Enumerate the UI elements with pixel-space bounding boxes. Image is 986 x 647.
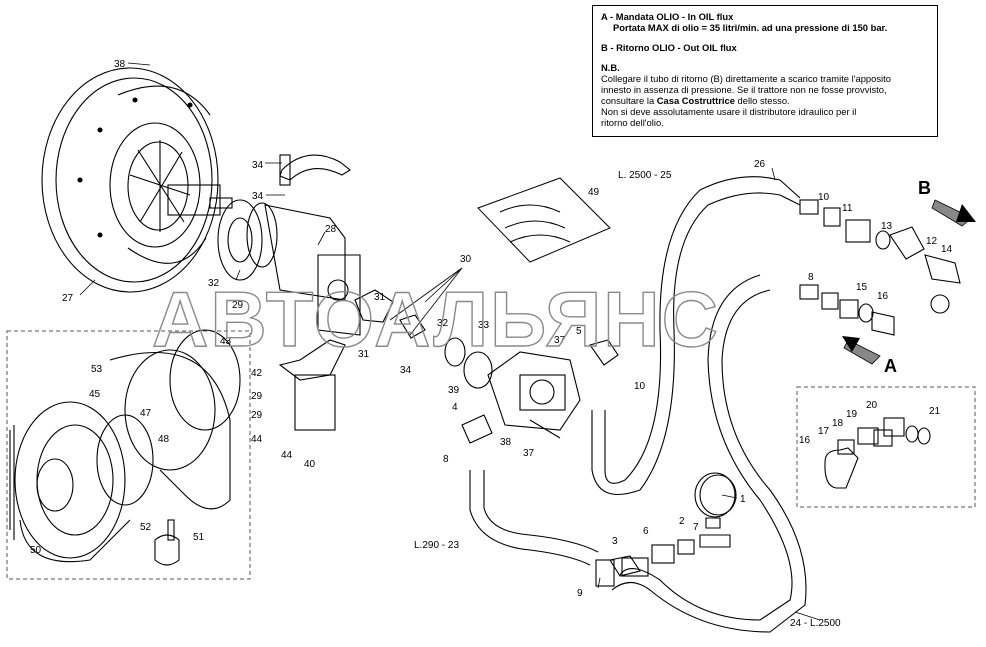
nb-line-2: innesto in assenza di pressione. Se il t… [601,84,887,95]
legend-a-detail: Portata MAX di olio = 35 litri/min. ad u… [613,22,888,33]
detail-inset-box [796,386,976,508]
nb-line-3-pre: consultare la [601,95,655,106]
callout-48: 48 [158,434,170,445]
callout-31: 30 [460,254,472,265]
callout-20: 19 [846,409,858,420]
callout-11: 11 [842,203,853,214]
hydraulic-pump-drawing [354,289,619,444]
callout-38: 39 [448,385,460,396]
flow-arrow-b: B [918,178,976,227]
callout-5: 5 [576,326,582,337]
callout-4: 4 [452,402,458,413]
callout-13: 13 [881,221,893,232]
blower-inset-box [6,330,251,580]
nb-line-4: Non si deve assolutamente usare il distr… [601,106,857,117]
callout-8b: 8 [808,272,814,283]
callout-42: 42 [251,368,263,379]
manual-booklet-drawing [477,177,611,263]
flow-arrow-a-letter: A [884,356,897,376]
callout-29c: 29 [251,410,263,421]
flange-and-housing-drawing [217,154,361,431]
callout-17: 16 [799,435,811,446]
fittings-drawing [595,199,961,587]
callout-7: 7 [693,522,699,533]
callout-53: 53 [91,364,103,375]
nb-heading: N.B. [601,62,620,73]
callout-52: 52 [140,522,152,533]
hose-label-short: L.290 - 23 [414,540,459,551]
nb-line-5: ritorno dell'olio. [601,117,664,128]
callout-12: 12 [926,236,938,247]
callout-28: 28 [325,224,337,235]
callout-16: 16 [877,291,889,302]
detail-fittings-drawing [824,417,931,489]
callout-45: 45 [89,389,101,400]
legend-notes-box: A - Mandata OLIO - In OIL flux Portata M… [592,5,938,137]
callout-49: 49 [588,187,600,198]
callout-6: 6 [643,526,649,537]
callout-32a: 31 [374,292,386,303]
pressure-gauge-drawing [694,472,736,518]
callout-47: 47 [140,408,152,419]
callout-30: 37 [554,335,566,346]
legend-b-title: B - Ritorno OLIO - Out OIL flux [601,42,737,53]
callout-10a: 10 [634,381,646,392]
hose-label-bottom: 24 - L.2500 [790,618,841,629]
callout-10b: 10 [818,192,830,203]
callout-34b: 34 [400,365,412,376]
callout-50: 50 [30,545,42,556]
callout-41: 40 [304,459,316,470]
callout-32b: 32 [437,318,449,329]
nb-line-3-bold: Casa Costruttrice [656,95,735,106]
callout-44b: 44 [281,450,293,461]
callout-9: 9 [577,588,583,599]
callout-leaders [79,62,821,621]
callout-3: 3 [612,536,618,547]
watermark: АВТОАЛЬЯНС [152,275,720,363]
hose-label-top: L. 2500 - 25 [618,170,672,181]
callout-15: 15 [856,282,868,293]
callout-29b: 29 [251,391,263,402]
callout-14: 14 [941,244,953,255]
callout-18: 17 [818,426,830,437]
callout-8a: 8 [443,454,449,465]
callout-22: 21 [929,406,941,417]
callout-26: 26 [754,159,766,170]
nb-line-3-post: dello stesso. [737,95,790,106]
callout-40: 34 [252,160,264,171]
callout-2: 2 [679,516,685,527]
nb-line-3: consultare la Casa Costruttrice dello st… [601,95,929,106]
blower-drawing [9,329,241,566]
callout-19: 18 [832,418,844,429]
callout-1: 1 [740,494,746,505]
callout-21: 20 [866,400,878,411]
legend-a-title: A - Mandata OLIO - In OIL flux [601,11,734,22]
callout-44a: 44 [251,434,263,445]
flow-arrow-a: A [842,336,897,376]
hose-drawing [469,176,807,633]
callout-29a: 29 [232,300,244,311]
callout-27: 27 [62,293,74,304]
callout-35: 37 [523,448,535,459]
flow-arrow-b-letter: B [918,178,931,198]
callout-37: 32 [208,278,220,289]
callout-39: 34 [252,191,264,202]
callout-51: 51 [193,532,205,543]
callout-43: 43 [220,336,232,347]
nb-line-1: Collegare il tubo di ritorno (B) diretta… [601,73,891,84]
callout-36: 38 [500,437,512,448]
callout-34a: 33 [478,320,490,331]
callout-33: 31 [358,349,370,360]
callout-46: 38 [114,59,126,70]
fan-housing-drawing [41,67,233,293]
callout-numbers: 38 34 34 28 27 32 29 31 30 32 33 31 34 4… [30,59,953,599]
